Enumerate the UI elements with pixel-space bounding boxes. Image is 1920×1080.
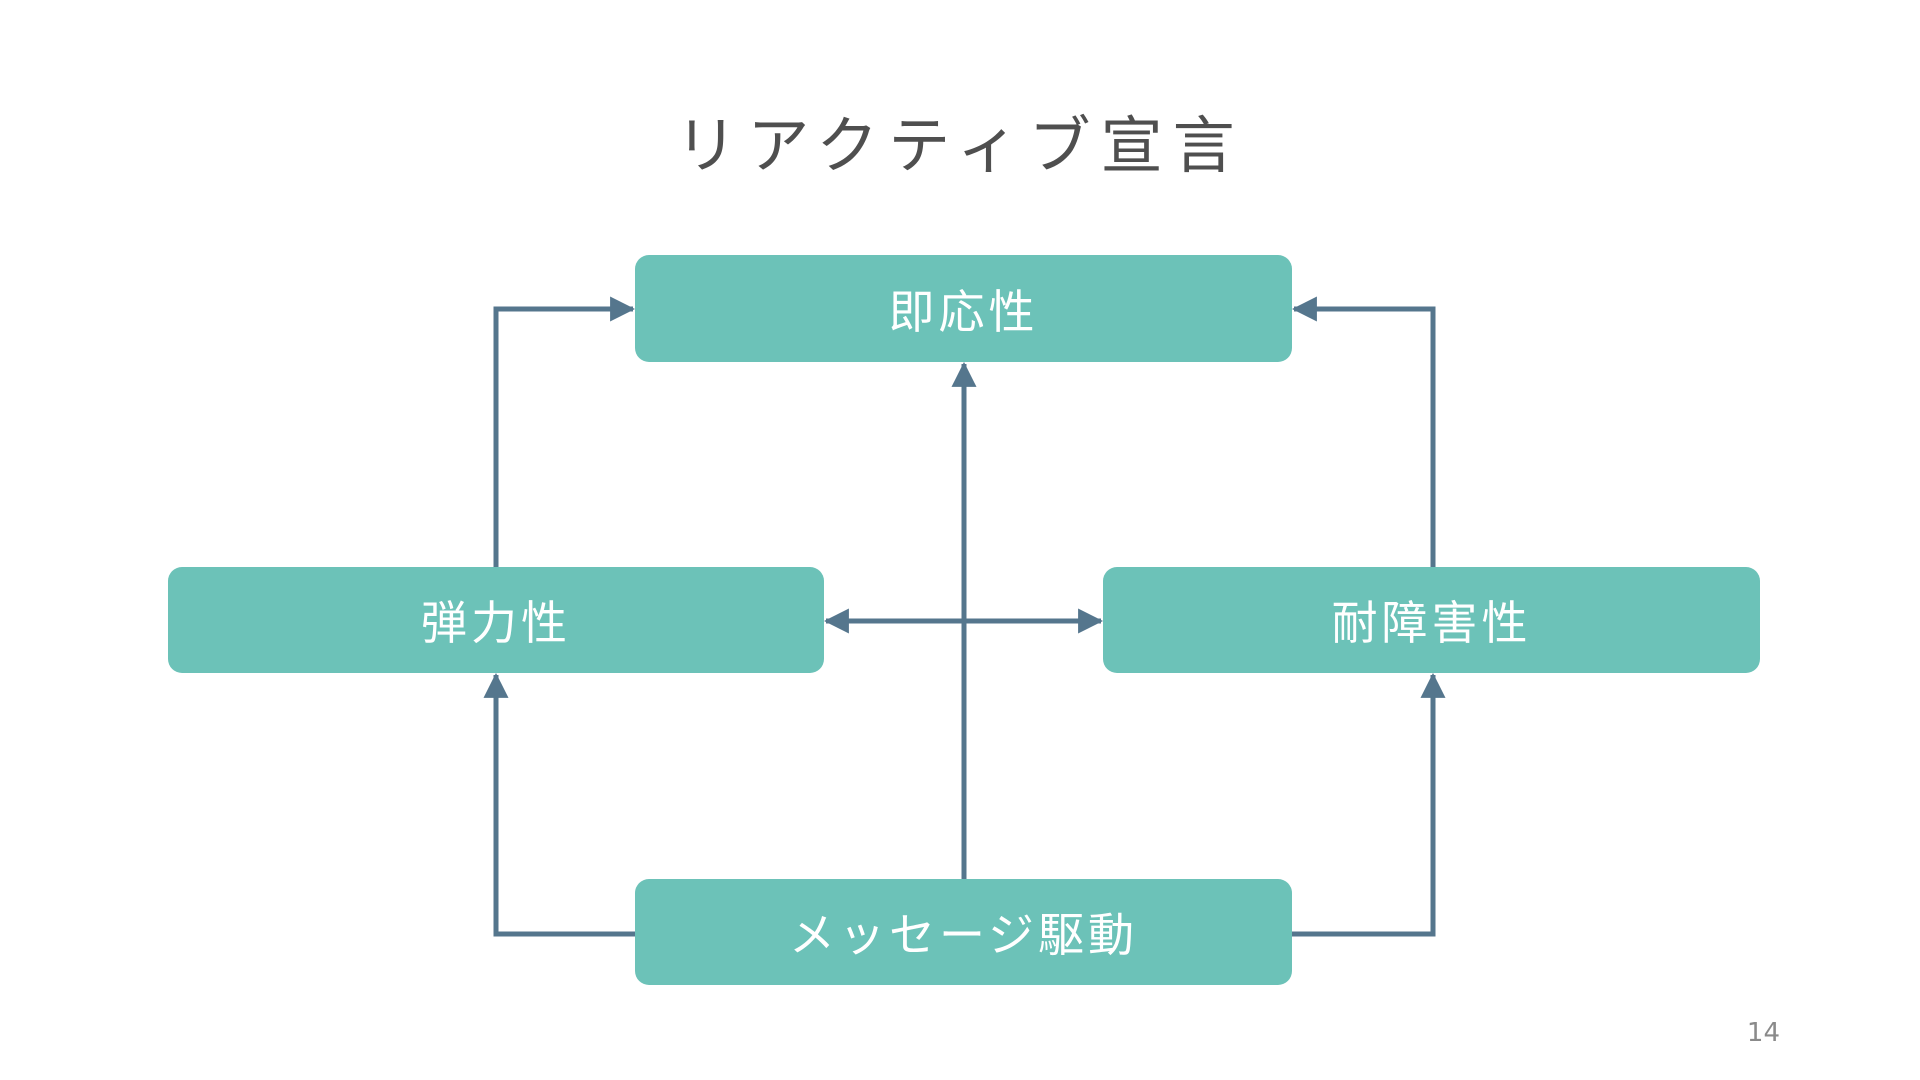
node-responsive: 即応性 [635,255,1292,362]
node-message-driven: メッセージ駆動 [635,879,1292,985]
node-message-driven-label: メッセージ駆動 [788,908,1139,962]
edge-message-to-elastic [483,672,635,937]
node-responsive-label: 即応性 [888,284,1039,339]
page-number: 14 [1746,1018,1780,1048]
edge-message-to-resilient [1292,672,1446,937]
node-resilient: 耐障害性 [1103,567,1760,673]
slide-title: リアクティブ宣言 [675,109,1245,182]
node-resilient-label: 耐障害性 [1331,596,1532,650]
node-elastic: 弾力性 [168,567,824,673]
edge-resilient-to-responsive [1291,296,1436,567]
node-elastic-label: 弾力性 [421,596,571,650]
edge-elastic-to-responsive [493,296,636,567]
